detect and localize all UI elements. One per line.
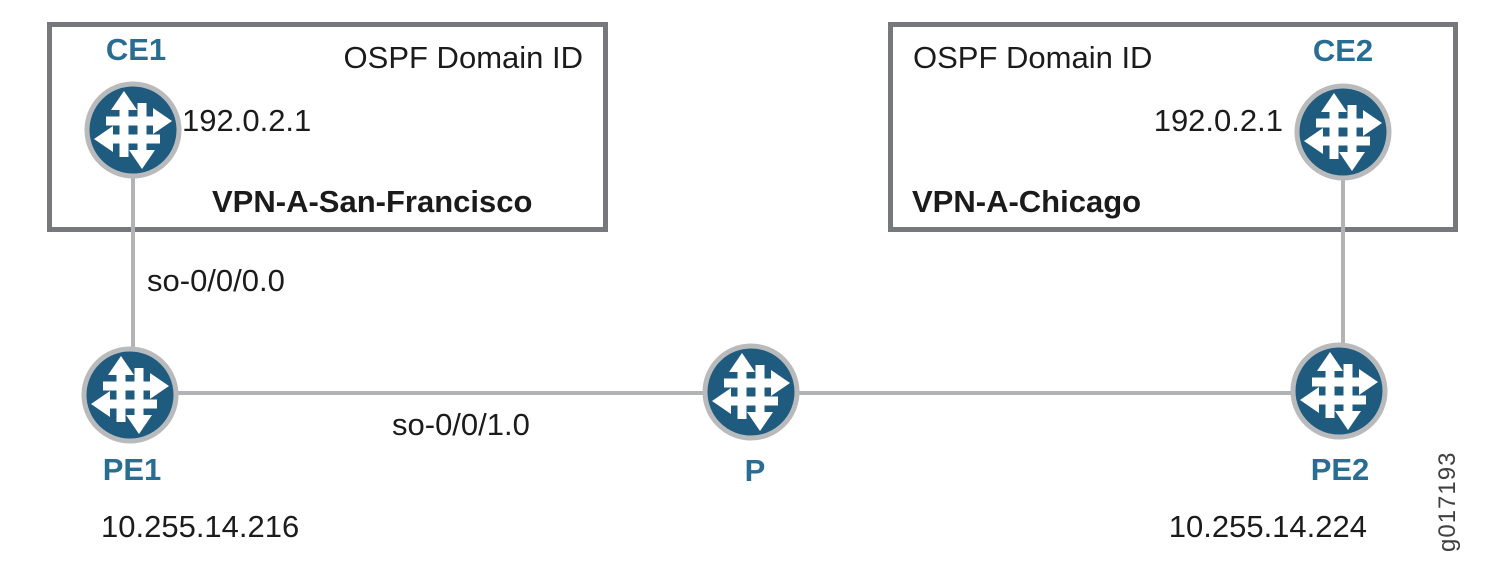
router-node-ce1	[83, 80, 183, 180]
router-icon	[1289, 341, 1389, 441]
address-pe1: 10.255.14.216	[101, 509, 300, 544]
node-label-p: P	[744, 453, 766, 488]
router-icon	[701, 342, 801, 442]
vpn-box-chicago	[888, 22, 1458, 232]
address-pe2: 10.255.14.224	[1168, 509, 1367, 544]
vpn-name-san-francisco: VPN-A-San-Francisco	[212, 184, 533, 219]
router-icon	[80, 345, 180, 445]
router-icon	[83, 80, 183, 180]
figure-id-watermark: g017193	[1434, 451, 1461, 552]
node-label-ce1: CE1	[105, 32, 167, 67]
link-ce1-pe1	[131, 130, 135, 395]
node-label-pe1: PE1	[102, 452, 162, 487]
router-node-pe1	[80, 345, 180, 445]
vpn-box-san-francisco	[47, 22, 608, 232]
interface-label-pe1-p: so-0/0/1.0	[392, 407, 530, 442]
node-label-ce2: CE2	[1312, 33, 1374, 68]
router-node-ce2	[1293, 82, 1393, 182]
link-ce2-pe2	[1341, 132, 1345, 391]
vpn-name-chicago: VPN-A-Chicago	[912, 184, 1142, 219]
router-icon	[1293, 82, 1393, 182]
ospf-domain-title-right: OSPF Domain ID	[913, 40, 1153, 75]
interface-label-ce1-pe1: so-0/0/0.0	[147, 263, 285, 298]
ospf-domain-id-left: 192.0.2.1	[182, 103, 312, 138]
router-node-p	[701, 342, 801, 442]
ospf-domain-title-left: OSPF Domain ID	[343, 40, 583, 75]
router-node-pe2	[1289, 341, 1389, 441]
ospf-domain-id-right: 192.0.2.1	[1153, 103, 1283, 138]
node-label-pe2: PE2	[1310, 452, 1370, 487]
